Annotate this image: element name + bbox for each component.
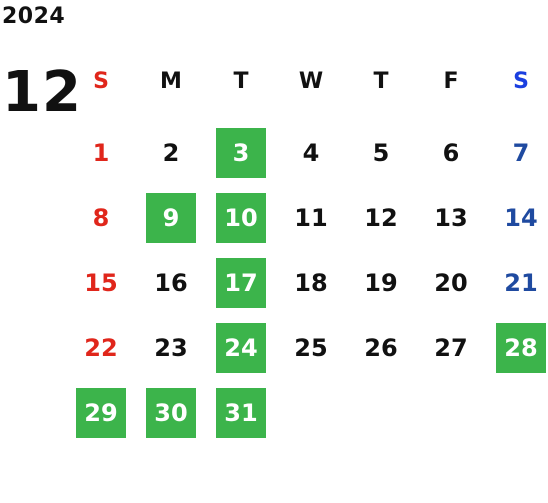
weekday-label: S [513, 68, 529, 94]
day-number: 31 [216, 388, 266, 438]
day-number: 23 [154, 334, 188, 362]
weekday-monday: M [138, 55, 208, 107]
weekday-label: S [93, 68, 109, 94]
weekday-label: M [160, 68, 182, 94]
day-cell-highlighted[interactable]: 28 [488, 315, 548, 380]
day-number [496, 388, 546, 438]
day-number: 27 [434, 334, 468, 362]
day-cell[interactable]: 7 [488, 120, 548, 185]
year-label: 2024 [2, 4, 66, 29]
day-cell[interactable]: 20 [418, 250, 488, 315]
day-number: 2 [162, 139, 180, 167]
weekday-friday: F [418, 55, 488, 107]
weekday-label: F [443, 68, 459, 94]
day-cell[interactable]: 21 [488, 250, 548, 315]
day-number [286, 388, 336, 438]
day-number [356, 388, 406, 438]
day-cell[interactable]: 23 [138, 315, 208, 380]
day-number: 12 [364, 204, 398, 232]
day-cell-empty [348, 380, 418, 445]
day-cell[interactable]: 19 [348, 250, 418, 315]
day-cell-highlighted[interactable]: 9 [138, 185, 208, 250]
day-cell[interactable]: 1 [68, 120, 138, 185]
week-row: 8 9 10 11 12 13 14 [68, 185, 548, 250]
day-cell-highlighted[interactable]: 30 [138, 380, 208, 445]
weekday-label: W [298, 68, 324, 94]
day-cell[interactable]: 18 [278, 250, 348, 315]
day-number: 4 [302, 139, 320, 167]
weekday-sunday: S [68, 55, 138, 107]
day-number: 30 [146, 388, 196, 438]
day-number: 5 [372, 139, 390, 167]
week-row: 1 2 3 4 5 6 7 [68, 120, 548, 185]
weekday-label: T [373, 68, 389, 94]
day-cell-highlighted[interactable]: 10 [208, 185, 278, 250]
week-row: 29 30 31 [68, 380, 548, 445]
day-cell[interactable]: 12 [348, 185, 418, 250]
day-cell[interactable]: 6 [418, 120, 488, 185]
day-number: 25 [294, 334, 328, 362]
day-number: 29 [76, 388, 126, 438]
day-number: 3 [216, 128, 266, 178]
day-cell-highlighted[interactable]: 3 [208, 120, 278, 185]
day-cell[interactable]: 2 [138, 120, 208, 185]
day-number: 24 [216, 323, 266, 373]
weekday-thursday: T [348, 55, 418, 107]
day-number: 7 [512, 139, 530, 167]
day-number: 15 [84, 269, 118, 297]
day-number: 10 [216, 193, 266, 243]
day-cell-highlighted[interactable]: 31 [208, 380, 278, 445]
day-number: 18 [294, 269, 328, 297]
day-number: 8 [92, 204, 110, 232]
day-number: 22 [84, 334, 118, 362]
day-number: 1 [92, 139, 110, 167]
day-cell[interactable]: 4 [278, 120, 348, 185]
day-cell[interactable]: 25 [278, 315, 348, 380]
weekday-wednesday: W [278, 55, 348, 107]
day-number: 21 [504, 269, 538, 297]
weekday-saturday: S [488, 55, 548, 107]
day-cell-empty [278, 380, 348, 445]
day-cell[interactable]: 22 [68, 315, 138, 380]
day-cell[interactable]: 13 [418, 185, 488, 250]
day-cell-highlighted[interactable]: 29 [68, 380, 138, 445]
month-number: 12 [2, 60, 82, 125]
day-cell[interactable]: 16 [138, 250, 208, 315]
day-cell[interactable]: 5 [348, 120, 418, 185]
day-cell[interactable]: 11 [278, 185, 348, 250]
day-cell[interactable]: 27 [418, 315, 488, 380]
day-number: 11 [294, 204, 328, 232]
weekday-header: S M T W T F S [68, 55, 548, 107]
week-row: 15 16 17 18 19 20 21 [68, 250, 548, 315]
day-number: 28 [496, 323, 546, 373]
day-cell-highlighted[interactable]: 17 [208, 250, 278, 315]
day-number: 16 [154, 269, 188, 297]
day-number [426, 388, 476, 438]
week-row: 22 23 24 25 26 27 28 [68, 315, 548, 380]
day-number: 14 [504, 204, 538, 232]
day-number: 26 [364, 334, 398, 362]
weekday-label: T [233, 68, 249, 94]
day-cell-empty [488, 380, 548, 445]
day-cell-highlighted[interactable]: 24 [208, 315, 278, 380]
day-number: 9 [146, 193, 196, 243]
day-number: 20 [434, 269, 468, 297]
day-number: 19 [364, 269, 398, 297]
day-number: 17 [216, 258, 266, 308]
day-cell[interactable]: 8 [68, 185, 138, 250]
day-number: 6 [442, 139, 460, 167]
day-cell[interactable]: 14 [488, 185, 548, 250]
day-cell-empty [418, 380, 488, 445]
day-number: 13 [434, 204, 468, 232]
day-cell[interactable]: 15 [68, 250, 138, 315]
weekday-tuesday: T [208, 55, 278, 107]
day-cell[interactable]: 26 [348, 315, 418, 380]
